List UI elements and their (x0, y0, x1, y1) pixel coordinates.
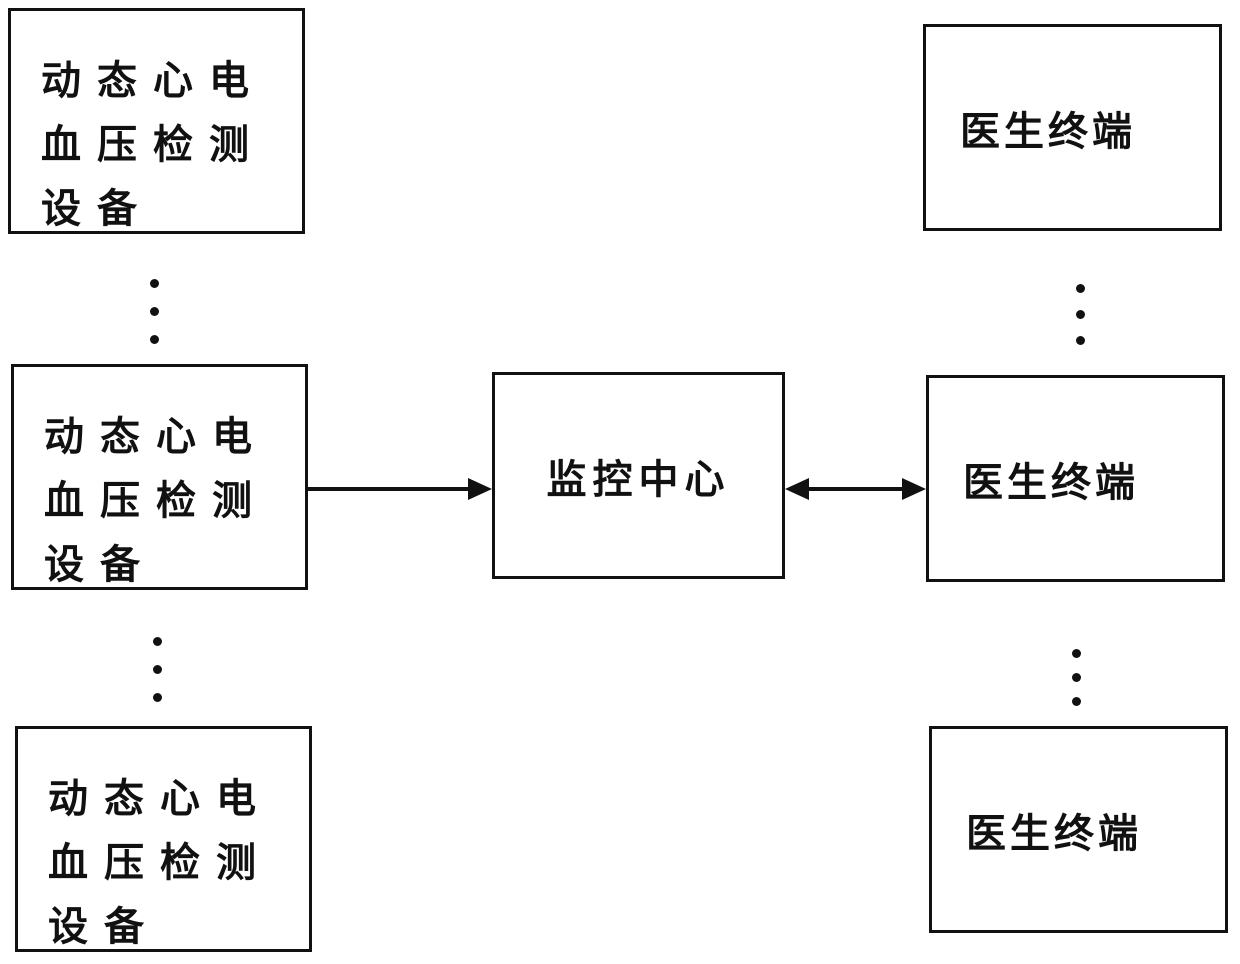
center-doctor-bidirectional-arrow (785, 478, 926, 500)
device-to-center-arrow (308, 478, 492, 500)
